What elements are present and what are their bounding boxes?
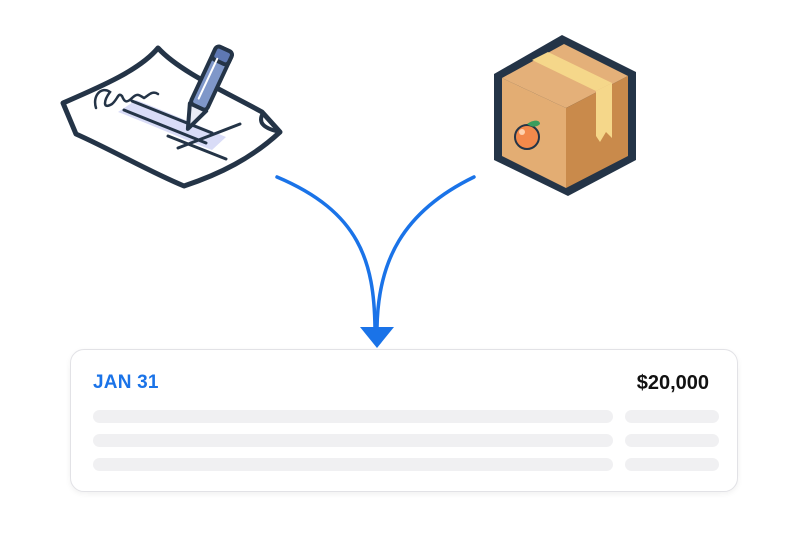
flow-arrows (275, 175, 476, 348)
ledger-entry-card: JAN 31 $20,000 (70, 349, 738, 492)
shipping-box-icon (494, 35, 636, 196)
arrowhead-icon (360, 327, 394, 348)
entry-amount: $20,000 (636, 372, 709, 394)
placeholder-bar (93, 434, 613, 447)
placeholder-bar (625, 434, 719, 447)
placeholder-bar (625, 410, 719, 423)
placeholder-bar (625, 458, 719, 471)
signed-contract-icon (60, 44, 283, 189)
placeholder-row (93, 458, 719, 471)
entry-date: JAN 31 (93, 372, 159, 393)
placeholder-row (93, 434, 719, 447)
placeholder-bar (93, 410, 613, 423)
placeholder-row (93, 410, 719, 423)
placeholder-bar (93, 458, 613, 471)
